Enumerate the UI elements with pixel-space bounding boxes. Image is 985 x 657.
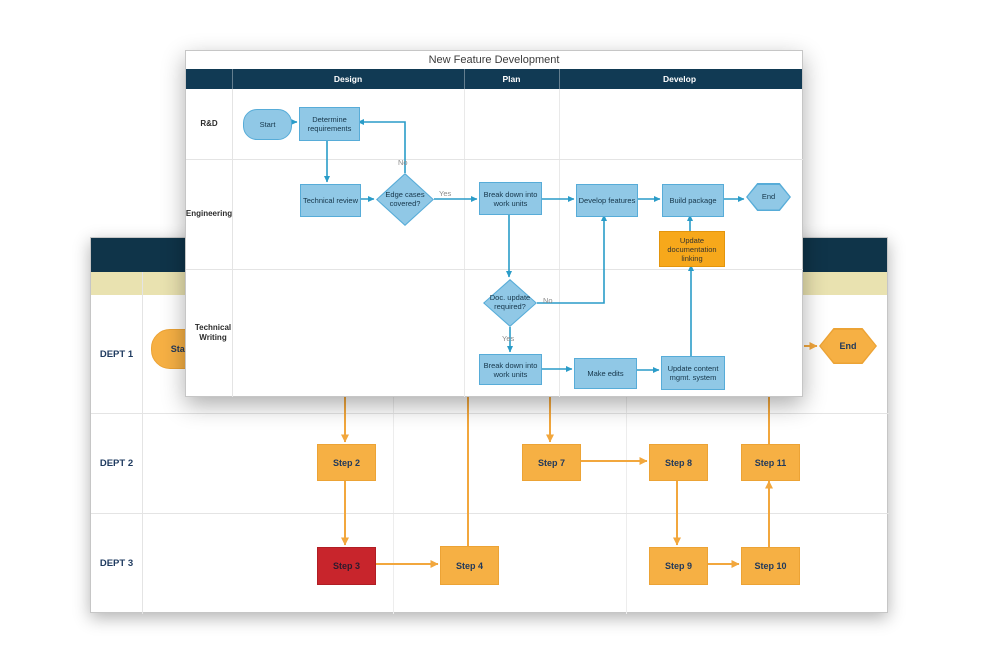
fg-node-doc-update-decision: Doc. update required?: [483, 279, 537, 327]
fg-edge-no-2: No: [543, 296, 553, 305]
fg-header-divider: [232, 69, 233, 89]
bg-lane-dept2: DEPT 2: [99, 457, 134, 469]
fg-edge-yes-1: Yes: [439, 189, 452, 198]
fg-header-divider: [464, 69, 465, 89]
fg-header-divider: [559, 69, 560, 89]
fg-node-doc-update-label: Doc. update required?: [489, 293, 531, 311]
bg-node-step11: Step 11: [741, 444, 800, 481]
foreground-flowchart-card: New Feature Development Design Plan Deve…: [185, 50, 803, 397]
fg-row-divider: [186, 159, 803, 160]
fg-end-fill: [747, 184, 790, 210]
fg-node-end: End: [746, 183, 791, 211]
fg-node-build-package: Build package: [662, 184, 724, 217]
fg-node-edge-cases-label: Edge cases covered?: [385, 189, 425, 208]
fg-edge-no-1: No: [398, 158, 408, 167]
bg-node-step3: Step 3: [317, 547, 376, 585]
fg-lane-divider: [232, 89, 233, 397]
bg-col-divider: [626, 295, 627, 614]
fg-row-divider: [186, 269, 803, 270]
bg-node-step2: Step 2: [317, 444, 376, 481]
bg-node-step10: Step 10: [741, 547, 800, 585]
bg-node-step7: Step 7: [522, 444, 581, 481]
fg-node-end-label: End: [761, 191, 776, 201]
bg-col-divider: [393, 295, 394, 614]
fg-col-plan: Plan: [502, 74, 521, 84]
fg-col-divider: [464, 89, 465, 397]
fg-col-design: Design: [333, 74, 363, 84]
fg-node-develop-features: Develop features: [576, 184, 638, 217]
fg-node-breakdown-eng: Break down into work units: [479, 182, 542, 215]
bg-row-divider: [91, 413, 889, 414]
bg-node-end-fill: [820, 329, 876, 363]
fg-header-band: [186, 69, 802, 89]
fg-node-start: Start: [243, 109, 292, 140]
fg-lane-technical-writing: Technical Writing: [194, 323, 232, 342]
bg-node-step9: Step 9: [649, 547, 708, 585]
bg-node-step8: Step 8: [649, 444, 708, 481]
fg-col-divider: [559, 89, 560, 397]
fg-connectors: [288, 119, 745, 373]
bg-node-end: End: [819, 328, 877, 364]
bg-row-divider: [91, 513, 889, 514]
fg-lane-rnd: R&D: [200, 119, 218, 128]
fg-node-breakdown-tw: Break down into work units: [479, 354, 542, 385]
fg-chart-title: New Feature Development: [428, 54, 560, 66]
bg-node-end-label: End: [839, 340, 857, 351]
bg-node-start-label: Start: [170, 344, 192, 354]
fg-node-update-doc-linking: Update documentation linking: [659, 231, 725, 267]
bg-lane-divider: [142, 272, 143, 614]
fg-node-technical-review: Technical review: [300, 184, 361, 217]
fg-node-update-content: Update content mgmt. system: [661, 356, 725, 390]
fg-node-make-edits: Make edits: [574, 358, 637, 389]
bg-lane-dept3: DEPT 3: [99, 558, 134, 569]
bg-node-step4: Step 4: [440, 546, 499, 585]
fg-col-develop: Develop: [662, 74, 697, 84]
fg-lane-engineering: Engineering: [185, 209, 233, 218]
fg-node-edge-cases-decision: Edge cases covered?: [376, 173, 434, 226]
bg-lane-dept1: DEPT 1: [99, 348, 134, 360]
fg-node-determine-requirements: Determine requirements: [299, 107, 360, 141]
fg-edge-yes-2: Yes: [502, 334, 515, 343]
